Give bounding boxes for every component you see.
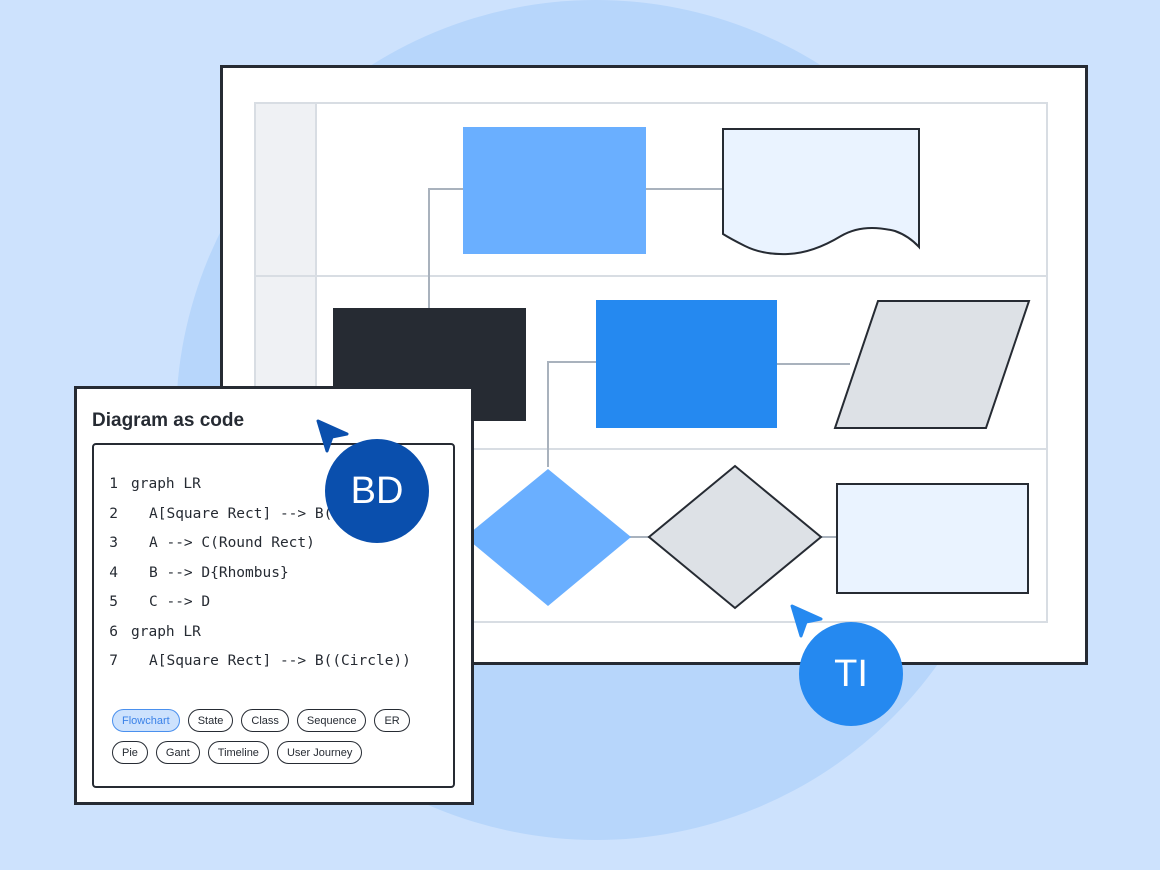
collaborator-avatar: BD xyxy=(325,439,429,543)
code-text: A[Square Rect] --> B((Circle)) xyxy=(149,653,411,669)
code-line[interactable]: 7 A[Square Rect] --> B((Circle)) xyxy=(94,647,453,677)
swimlane-frame xyxy=(254,102,1048,623)
code-line[interactable]: 5 C --> D xyxy=(94,588,453,618)
chip-gant[interactable]: Gant xyxy=(155,741,200,764)
connector-line xyxy=(547,361,597,467)
chip-er[interactable]: ER xyxy=(374,709,410,732)
chip-pie[interactable]: Pie xyxy=(112,741,148,764)
code-text: A --> C(Round Rect) xyxy=(149,535,315,551)
code-line[interactable]: 4 B --> D{Rhombus} xyxy=(94,559,453,589)
pale-rectangle-shape[interactable] xyxy=(836,483,1029,594)
light-blue-rectangle-shape[interactable] xyxy=(463,127,646,254)
code-text: B --> D{Rhombus} xyxy=(149,564,289,581)
chip-flowchart[interactable]: Flowchart xyxy=(112,709,180,732)
chip-timeline[interactable]: Timeline xyxy=(207,741,269,764)
collaborator-cursor-ti: TI xyxy=(788,603,908,728)
line-number: 2 xyxy=(109,505,118,522)
collaborator-cursor-bd: BD xyxy=(314,418,434,543)
cursor-arrow-icon xyxy=(790,604,823,638)
document-shape[interactable] xyxy=(722,128,920,256)
gray-rhombus-shape[interactable] xyxy=(647,464,823,610)
chip-user-journey[interactable]: User Journey xyxy=(276,741,363,764)
code-text: graph LR xyxy=(131,476,201,492)
chip-class[interactable]: Class xyxy=(241,709,289,732)
collaborator-avatar: TI xyxy=(799,622,903,726)
line-number: 5 xyxy=(109,594,118,610)
code-line[interactable]: 6 graph LR xyxy=(94,618,453,648)
line-number: 7 xyxy=(109,653,118,669)
diagram-canvas[interactable] xyxy=(220,65,1088,665)
blue-rectangle-shape[interactable] xyxy=(596,300,777,428)
connector-line xyxy=(428,188,463,308)
panel-title: Diagram as code xyxy=(92,410,245,431)
diagram-type-chips: Flowchart State Class Sequence ER Pie Gant Time… xyxy=(112,709,448,764)
code-text: graph LR xyxy=(131,623,201,640)
chip-sequence[interactable]: Sequence xyxy=(296,709,367,732)
line-number: 6 xyxy=(109,623,118,640)
chip-state[interactable]: State xyxy=(187,709,234,732)
cursor-arrow-icon xyxy=(316,419,349,453)
blue-rhombus-shape[interactable] xyxy=(465,469,631,606)
code-text: C --> D xyxy=(149,594,211,610)
line-number: 1 xyxy=(109,476,118,492)
code-line[interactable]: 3 A --> C(Round Rect) xyxy=(94,529,453,559)
parallelogram-shape[interactable] xyxy=(833,300,1031,429)
code-line[interactable]: 1 graph LR xyxy=(94,470,453,500)
line-number: 4 xyxy=(109,564,118,581)
line-number: 3 xyxy=(109,535,118,551)
